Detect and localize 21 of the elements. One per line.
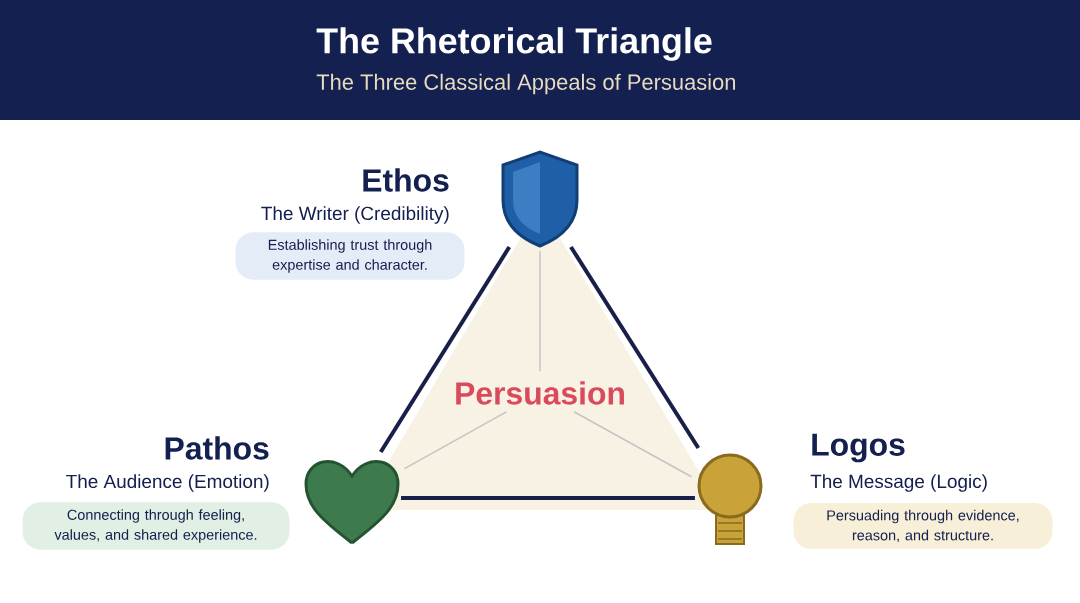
subtitle: The Three Classical Appeals of Persuasion: [316, 73, 735, 95]
heading: Pathos: [165, 436, 269, 460]
connector-line: [573, 411, 693, 478]
heading: Ethos: [363, 168, 449, 192]
description-box: Connecting through feeling, values, and shared experience.: [22, 502, 290, 550]
subheading: The Audience (Emotion): [66, 474, 269, 492]
connector-line: [539, 250, 541, 372]
triangle-side: [379, 245, 511, 454]
heart-icon: [304, 460, 400, 545]
triangle-side: [569, 245, 700, 450]
center-label: Persuasion: [456, 381, 624, 405]
description-box: Persuading through evidence, reason, and structure.: [793, 502, 1053, 550]
connector-line: [403, 411, 508, 470]
title: The Rhetorical Triangle: [316, 27, 712, 61]
subheading: The Writer (Credibility): [261, 206, 449, 224]
description-box: Establishing trust through expertise and character.: [235, 232, 465, 280]
triangle-side: [401, 496, 695, 500]
heading: Logos: [812, 433, 905, 463]
shield-icon: [501, 150, 579, 248]
lightbulb-icon: [697, 453, 763, 545]
subheading: The Message (Logic): [810, 474, 987, 492]
